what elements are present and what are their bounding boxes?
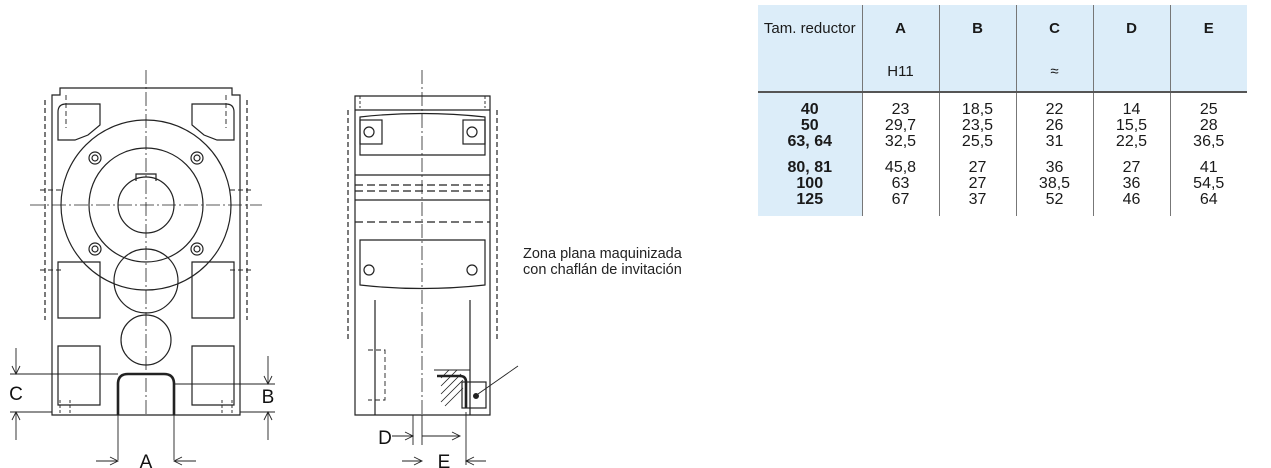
table-subheader-row: H11 ≈ — [758, 51, 1247, 93]
technical-drawings: A B C D E — [9, 70, 519, 468]
cell-value: 23 — [891, 101, 910, 118]
cell-value: 27 — [968, 159, 987, 176]
size-cell: 40 50 63, 64 — [758, 92, 862, 160]
header-a: A — [861, 5, 939, 51]
cell-value: 23,5 — [961, 117, 994, 134]
machined-surface-note: Zona plana maquinizada con chaflán de in… — [523, 246, 682, 278]
cell-d: 14 15,5 22,5 — [1092, 92, 1170, 160]
cell-value: 27 — [968, 175, 987, 192]
cell-value: 32,5 — [884, 133, 917, 150]
cell-value: 36 — [1122, 175, 1141, 192]
cell-value: 52 — [1045, 191, 1064, 208]
note-line: con chaflán de invitación — [523, 262, 682, 278]
cell-value: 31 — [1045, 133, 1064, 150]
table-row-group: 40 50 63, 64 23 29,7 32,5 18,5 23,5 25,5… — [758, 92, 1247, 160]
cell-d: 27 36 46 — [1092, 159, 1170, 216]
side-view — [347, 70, 519, 466]
header-size: Tam. reductor — [758, 5, 862, 51]
cell-value: 63 — [891, 175, 910, 192]
subheader-e — [1169, 51, 1247, 93]
size-value: 125 — [796, 191, 824, 208]
dim-label-d: D — [378, 428, 392, 449]
cell-c: 36 38,5 52 — [1015, 159, 1093, 216]
cell-value: 15,5 — [1115, 117, 1148, 134]
size-cell: 80, 81 100 125 — [758, 160, 862, 216]
cell-e: 25 28 36,5 — [1169, 92, 1247, 160]
cell-value: 22,5 — [1115, 133, 1148, 150]
cell-b: 27 27 37 — [938, 159, 1016, 216]
cell-value: 36,5 — [1193, 133, 1225, 150]
front-view — [10, 70, 275, 466]
cell-value: 25,5 — [961, 133, 994, 150]
dim-label-c: C — [9, 384, 23, 405]
subheader-d — [1092, 51, 1170, 93]
cell-value: 27 — [1122, 159, 1141, 176]
size-value: 100 — [796, 175, 824, 192]
cell-value: 37 — [968, 191, 987, 208]
dimensions-table: Tam. reductor A B C D E H11 ≈ 40 50 63, … — [758, 5, 1247, 216]
cell-value: 28 — [1199, 117, 1218, 134]
cell-value: 38,5 — [1038, 175, 1071, 192]
cell-value: 25 — [1199, 101, 1218, 118]
cell-value: 41 — [1199, 159, 1218, 176]
cell-e: 41 54,5 64 — [1169, 159, 1247, 216]
cell-a: 23 29,7 32,5 — [861, 92, 939, 160]
table-header-row: Tam. reductor A B C D E — [758, 5, 1247, 51]
cell-value: 29,7 — [884, 117, 917, 134]
cell-value: 22 — [1045, 101, 1064, 118]
cell-value: 54,5 — [1193, 175, 1225, 192]
dim-label-e: E — [438, 452, 451, 468]
subheader-c: ≈ — [1015, 51, 1093, 93]
subheader-a: H11 — [861, 51, 939, 93]
size-value: 80, 81 — [787, 159, 832, 176]
cell-value: 64 — [1199, 191, 1218, 208]
cell-value: 18,5 — [961, 101, 994, 118]
subheader-size — [758, 51, 862, 93]
note-line: Zona plana maquinizada — [523, 246, 682, 262]
size-value: 63, 64 — [787, 133, 832, 150]
size-value: 50 — [800, 117, 819, 134]
cell-a: 45,8 63 67 — [861, 159, 939, 216]
dim-label-a: A — [140, 452, 153, 468]
cell-c: 22 26 31 — [1015, 92, 1093, 160]
cell-value: 36 — [1045, 159, 1064, 176]
table-row-group: 80, 81 100 125 45,8 63 67 27 27 37 36 38… — [758, 160, 1247, 216]
cell-value: 45,8 — [884, 159, 917, 176]
cell-value: 67 — [891, 191, 910, 208]
size-value: 40 — [800, 101, 819, 118]
cell-b: 18,5 23,5 25,5 — [938, 92, 1016, 160]
header-d: D — [1092, 5, 1170, 51]
cell-value: 14 — [1122, 101, 1141, 118]
subheader-b — [938, 51, 1016, 93]
dim-label-b: B — [262, 387, 275, 408]
header-e: E — [1169, 5, 1247, 51]
header-c: C — [1015, 5, 1093, 51]
header-b: B — [938, 5, 1016, 51]
cell-value: 46 — [1122, 191, 1141, 208]
cell-value: 26 — [1045, 117, 1064, 134]
